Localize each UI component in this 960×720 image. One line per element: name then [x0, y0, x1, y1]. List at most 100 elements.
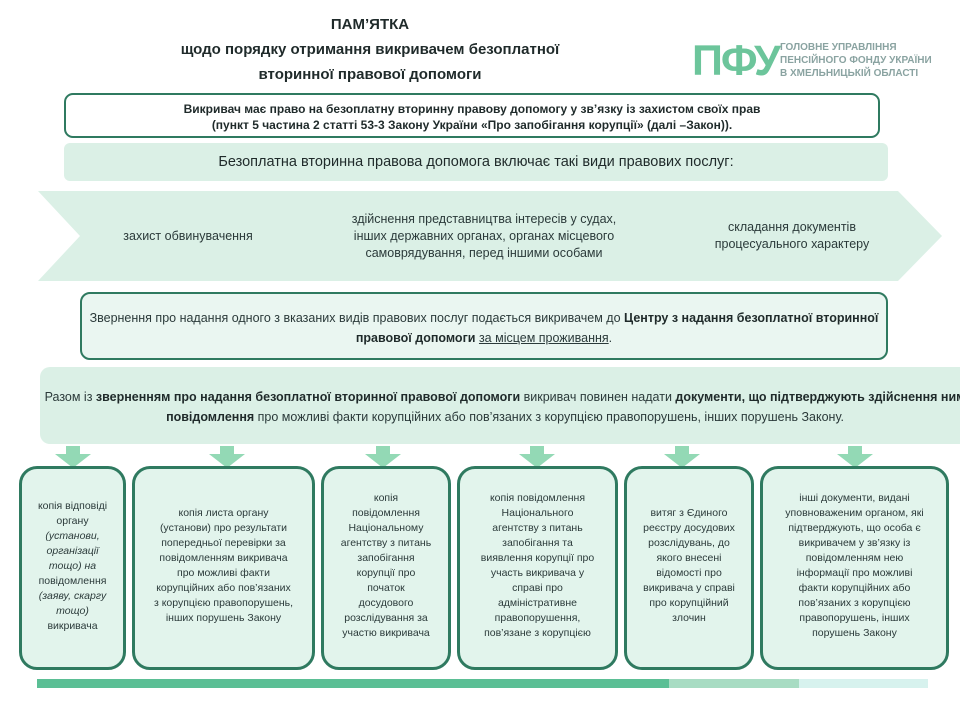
rights-line: Викривач має право на безоплатну вторинн… — [183, 102, 761, 116]
service-chevron-2: здійснення представництва інтересів у су… — [284, 191, 684, 281]
doc-box-pretrial-notice: копія повідомлення Національному агентст… — [321, 466, 451, 670]
doc-line: уповноваженим органом, які — [785, 507, 924, 519]
doc-line: про корупційний — [649, 597, 729, 609]
services-heading: Безоплатна вторинна правова допомога вкл… — [64, 143, 888, 181]
appeal-text: . — [608, 331, 613, 345]
down-arrow-icon — [837, 446, 873, 468]
requirement-text: про можливі факти корупційних або пов’яз… — [254, 410, 844, 424]
doc-line: викривача у справі — [643, 582, 735, 594]
footer-bar-mid — [669, 679, 799, 688]
doc-line: органу — [56, 515, 89, 527]
chevron-shape — [284, 191, 684, 281]
chevron-shape — [638, 191, 942, 281]
rights-box: Викривач має право на безоплатну вторинн… — [64, 93, 880, 138]
logo-line: ГОЛОВНЕ УПРАВЛІННЯ — [780, 42, 897, 53]
doc-line: правопорушень, інших — [799, 612, 910, 624]
chevron-shape — [38, 191, 340, 281]
doc-line: правопорушення, — [494, 612, 581, 624]
doc-line: адміністративне — [497, 597, 578, 609]
rights-line: (пункт 5 частина 2 статті 53-3 Закону Ук… — [211, 118, 733, 132]
down-arrow-icon — [55, 446, 91, 468]
doc-line: участь викривача у — [490, 567, 585, 579]
requirement-text: викривач повинен надати — [520, 390, 676, 404]
memo-title: ПАМ’ЯТКА щодо порядку отримання викривач… — [150, 12, 590, 87]
doc-line: повідомленням нею — [805, 552, 904, 564]
doc-line: досудового — [358, 597, 414, 609]
doc-line: підтверджують, що особа є — [788, 522, 921, 534]
down-arrow-icon — [209, 446, 245, 468]
service-line: інших державних органах, органах місцево… — [353, 228, 615, 243]
requirement-bold: документи, що підтверджують здійснення н… — [166, 390, 960, 424]
doc-line: пов’язане з корупцією — [484, 627, 591, 639]
doc-line: запобігання та — [502, 537, 573, 549]
service-line: самоврядування, перед іншими особами — [365, 245, 603, 260]
doc-box-preliminary-check-letter: копія листа органу (установи) про резуль… — [132, 466, 315, 670]
doc-line: агентству з питань — [340, 537, 432, 549]
doc-line: виявлення корупції про — [480, 552, 595, 564]
service-chevron-3: складання документів процесуального хара… — [638, 191, 942, 281]
doc-line: запобігання — [357, 552, 415, 564]
doc-line: злочин — [672, 612, 706, 624]
doc-line: корупційних або пов’язаних — [156, 582, 291, 594]
doc-line: факти корупційних або — [798, 582, 911, 594]
service-line: захист обвинувачення — [123, 228, 253, 243]
doc-line: тощо) на — [28, 559, 117, 574]
doc-line: викривача — [47, 620, 98, 632]
logo-line: ПЕНСІЙНОГО ФОНДУ УКРАЇНИ — [780, 55, 932, 66]
doc-line: про можливі факти — [177, 567, 270, 579]
appeal-text: Звернення про надання одного з вказаних … — [89, 311, 625, 325]
doc-line: повідомлення — [38, 575, 107, 587]
service-text: складання документів процесуального хара… — [682, 191, 902, 281]
doc-line: викривачем у зв’язку із — [798, 537, 911, 549]
doc-line: справі про — [512, 582, 563, 594]
service-text: здійснення представництва інтересів у су… — [324, 191, 644, 281]
doc-line: копія — [373, 492, 399, 504]
down-arrow-icon — [365, 446, 401, 468]
footer-bar-dark — [37, 679, 669, 688]
service-line: складання документів — [728, 220, 856, 234]
doc-line: порушень Закону — [812, 627, 897, 639]
doc-line: Національному — [348, 522, 424, 534]
logo-line: В ХМЕЛЬНИЦЬКІЙ ОБЛАСТІ — [780, 68, 919, 79]
documents-requirement-box: Разом із зверненням про надання безоплат… — [40, 367, 960, 444]
down-arrow-icon — [519, 446, 555, 468]
doc-line: витяг з Єдиного — [650, 507, 728, 519]
doc-box-other-documents: інші документи, видані уповноваженим орг… — [760, 466, 949, 670]
place-of-residence: за місцем проживання — [478, 331, 609, 345]
title-line: вторинної правової допомоги — [258, 66, 482, 83]
doc-line: попередньої перевірки за — [161, 537, 286, 549]
footer-bar-light — [799, 679, 928, 688]
doc-line: інформації про можливі — [796, 567, 913, 579]
service-text: захист обвинувачення — [78, 191, 298, 281]
doc-line: відомості про — [656, 567, 722, 579]
doc-box-administrative-notice: копія повідомлення Національного агентст… — [457, 466, 618, 670]
doc-line: тощо) — [56, 605, 89, 617]
requirement-text: Разом із — [44, 390, 96, 404]
doc-box-response-copy: копія відповіді органу (установи, органі… — [19, 466, 126, 670]
down-arrow-icon — [664, 446, 700, 468]
doc-line: з корупцією правопорушень, — [153, 597, 294, 609]
doc-line: інших порушень Закону — [165, 612, 282, 624]
title-line: щодо порядку отримання викривачем безопл… — [180, 41, 560, 58]
service-line: процесуального характеру — [714, 237, 870, 251]
requirement-bold: зверненням про надання безоплатної втори… — [95, 390, 521, 404]
doc-line: організації — [46, 545, 99, 557]
doc-line: повідомленням викривача — [159, 552, 288, 564]
doc-line: участю викривача — [342, 627, 430, 639]
service-line: здійснення представництва інтересів у су… — [351, 211, 617, 226]
pfu-logo-text: ГОЛОВНЕ УПРАВЛІННЯ ПЕНСІЙНОГО ФОНДУ УКРА… — [780, 41, 950, 80]
doc-line: (установи) про результати — [159, 522, 288, 534]
doc-line: початок — [367, 582, 405, 594]
doc-line: розслідувань, до — [648, 537, 730, 549]
doc-box-register-extract: витяг з Єдиного реєстру досудових розслі… — [624, 466, 754, 670]
doc-line: Національного — [501, 507, 574, 519]
doc-line: корупції про — [356, 567, 416, 579]
doc-line: пов’язаних з корупцією — [798, 597, 911, 609]
doc-line: якого внесені — [656, 552, 722, 564]
doc-line: повідомлення — [352, 507, 420, 519]
doc-line: копія відповіді — [37, 500, 108, 512]
doc-line: розслідування за — [344, 612, 428, 624]
title-line: ПАМ’ЯТКА — [330, 16, 410, 33]
legal-aid-center: Центру з надання безоплатної вторинної п… — [355, 311, 879, 345]
service-chevron-1: захист обвинувачення — [38, 191, 340, 281]
